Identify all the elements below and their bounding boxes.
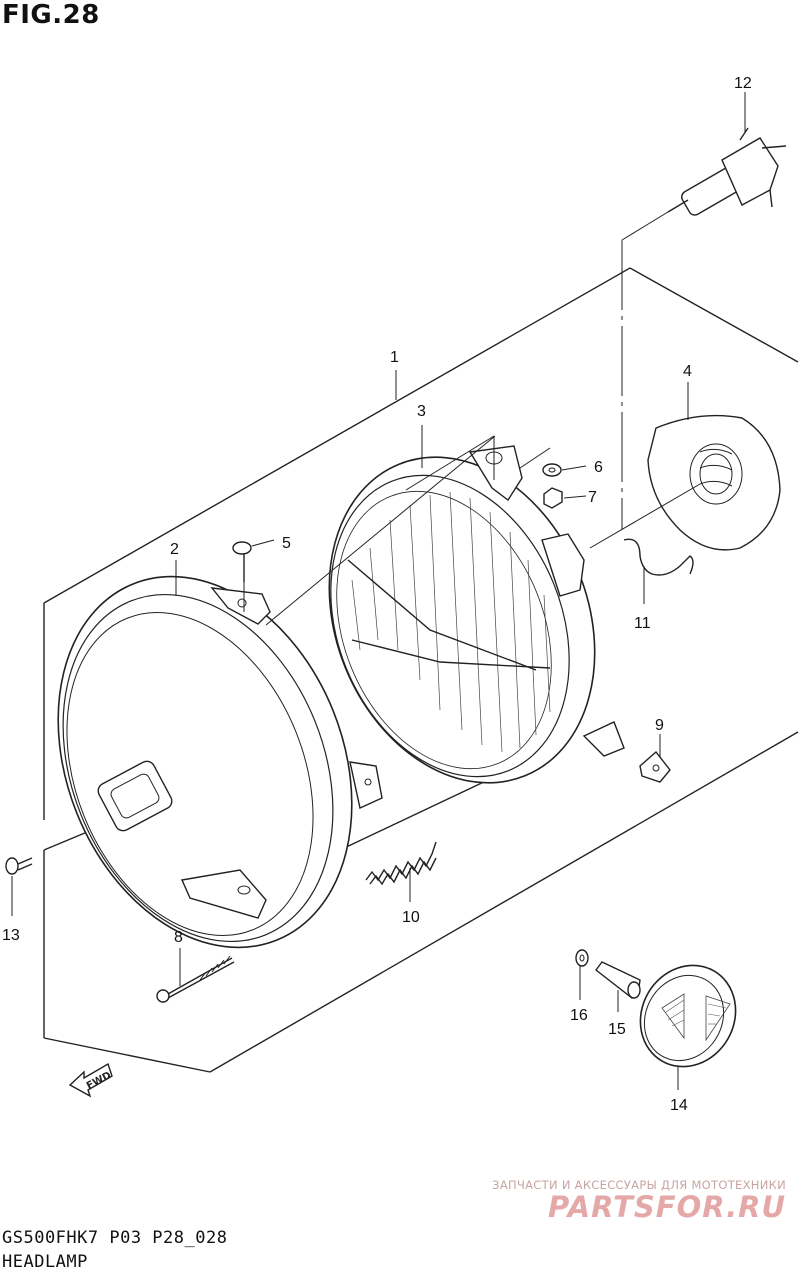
part-number-14: 14 (670, 1097, 688, 1114)
screw-13 (5, 857, 33, 916)
part-number-callouts: 1 2 3 4 5 6 7 8 9 10 11 12 13 14 15 16 (2, 75, 752, 1114)
part-number-10: 10 (402, 909, 420, 926)
part-number-8: 8 (174, 929, 183, 946)
part-number-6: 6 (594, 459, 603, 476)
bolt-8 (156, 948, 235, 1003)
watermark: ЗАПЧАСТИ И АКСЕССУАРЫ ДЛЯ МОТОТЕХНИКИ PA… (492, 1178, 786, 1224)
watermark-brand: PARTSFOR.RU (548, 1190, 786, 1224)
part-number-7: 7 (588, 489, 597, 506)
figure-title: FIG.28 (2, 0, 100, 30)
forward-direction-arrow: FWD (68, 1062, 113, 1098)
part-number-1: 1 (390, 349, 399, 366)
washer-16 (575, 949, 589, 1000)
headlamp-lens-unit (265, 425, 625, 784)
reflector-14 (639, 964, 737, 1090)
part-number-3: 3 (417, 403, 426, 420)
part-number-5: 5 (282, 535, 291, 552)
model-code: GS500FHK7 P03 P28_028 (2, 1228, 228, 1248)
part-number-9: 9 (655, 717, 664, 734)
spring-10 (365, 841, 437, 902)
socket-cover (589, 382, 781, 551)
spring-clip-11 (623, 538, 694, 604)
screw-5 (232, 539, 275, 612)
part-number-4: 4 (683, 363, 692, 380)
assembly-outline (43, 211, 799, 1073)
part-number-15: 15 (608, 1021, 626, 1038)
headlamp-rim (57, 575, 383, 949)
watermark-tagline: ЗАПЧАСТИ И АКСЕССУАРЫ ДЛЯ МОТОТЕХНИКИ (492, 1178, 786, 1192)
nut-7 (543, 487, 587, 509)
part-number-2: 2 (170, 541, 179, 558)
bulb (667, 92, 787, 216)
clip-nut-9 (639, 734, 671, 783)
part-number-12: 12 (734, 75, 752, 92)
part-number-11: 11 (634, 615, 651, 632)
collar-15 (595, 961, 641, 1012)
section-name: HEADLAMP (2, 1252, 88, 1272)
part-number-16: 16 (570, 1007, 588, 1024)
washer-6 (519, 447, 587, 477)
part-number-13: 13 (2, 927, 20, 944)
